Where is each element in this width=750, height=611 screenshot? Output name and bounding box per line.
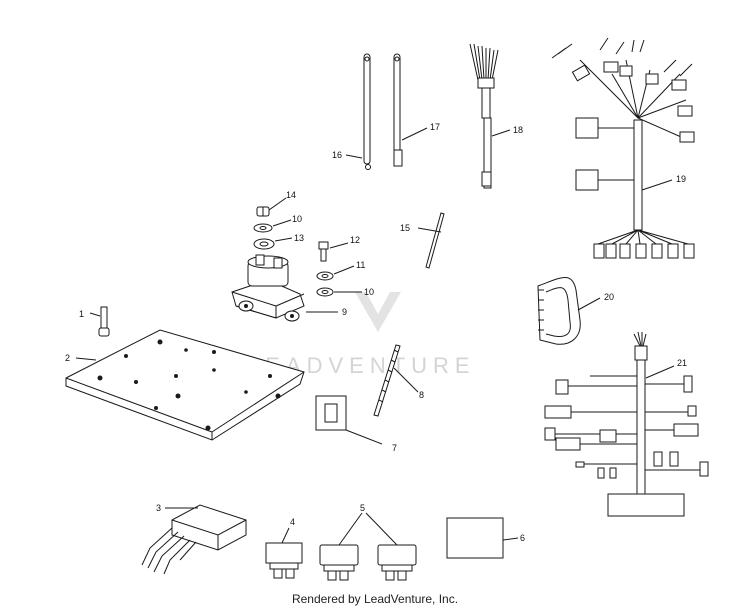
callout-16: 16 [332, 150, 342, 160]
part-label-plate[interactable] [315, 395, 383, 445]
callout-5: 5 [360, 503, 365, 513]
callout-21: 21 [677, 358, 687, 368]
callout-3: 3 [156, 503, 161, 513]
part-lock-washer[interactable] [316, 265, 355, 281]
part-rod[interactable] [417, 212, 445, 269]
part-washer-lower[interactable] [316, 287, 362, 297]
part-bolt[interactable] [89, 306, 110, 337]
callout-13: 13 [294, 233, 304, 243]
callout-2: 2 [65, 353, 70, 363]
callout-7: 7 [392, 443, 397, 453]
callout-15: 15 [400, 223, 410, 233]
callout-12: 12 [350, 235, 360, 245]
part-solenoid[interactable] [231, 254, 338, 322]
callout-8: 8 [419, 390, 424, 400]
part-decal[interactable] [446, 517, 519, 559]
part-nut[interactable] [256, 197, 287, 217]
callout-9: 9 [342, 307, 347, 317]
callout-14: 14 [286, 190, 296, 200]
part-screw[interactable] [318, 241, 349, 262]
part-strap-long[interactable] [393, 53, 428, 167]
callout-6: 6 [520, 533, 525, 543]
part-switch-pair[interactable] [319, 512, 417, 581]
part-strap-short[interactable] [345, 53, 371, 170]
callout-20: 20 [604, 292, 614, 302]
callout-11: 11 [356, 260, 365, 270]
part-secondary-harness[interactable] [544, 331, 709, 517]
footer-caption: Rendered by LeadVenture, Inc. [291, 592, 459, 606]
watermark-logo: LEADVENTURE [247, 292, 470, 378]
part-hose[interactable] [537, 277, 601, 345]
part-breaker[interactable] [265, 527, 303, 579]
callout-labels: 1 2 3 4 5 6 7 8 9 10 10 11 12 13 14 15 1… [65, 122, 687, 543]
part-mounting-plate[interactable] [65, 329, 305, 441]
part-washer-upper[interactable] [253, 219, 292, 233]
part-cable-tie[interactable] [373, 344, 419, 417]
part-star-washer[interactable] [253, 237, 293, 250]
callout-17: 17 [430, 122, 440, 132]
part-main-harness[interactable] [551, 37, 695, 259]
callout-19: 19 [676, 174, 686, 184]
part-relay-module[interactable] [141, 504, 247, 575]
callout-10-lower: 10 [364, 287, 374, 297]
part-wire-loom[interactable] [469, 43, 511, 189]
callout-4: 4 [290, 517, 295, 527]
callout-1: 1 [79, 309, 84, 319]
callout-10-upper: 10 [292, 214, 302, 224]
callout-18: 18 [513, 125, 523, 135]
